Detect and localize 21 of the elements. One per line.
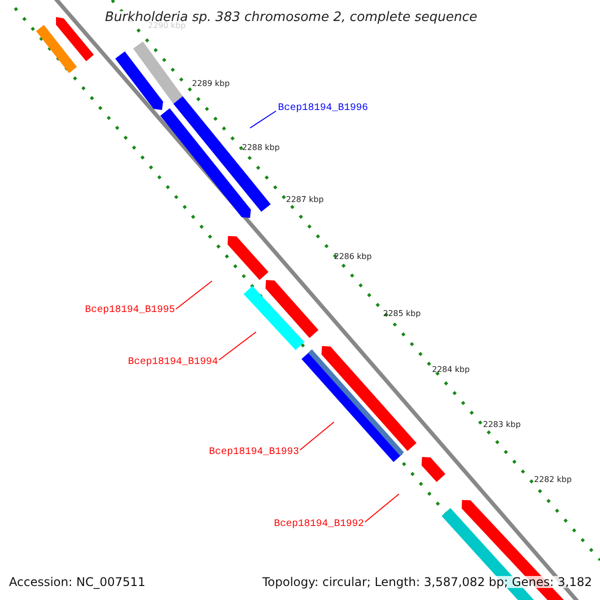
leader-line: [300, 422, 334, 450]
leader-line: [364, 494, 400, 522]
gene-label: Bcep18194_B1996: [278, 104, 368, 114]
accession-text: Accession: NC_007511: [9, 576, 146, 588]
tick-label: 2288 kbp: [242, 144, 280, 152]
leader-line: [176, 280, 212, 310]
gene-label: Bcep18194_B1995: [84, 306, 175, 316]
genome-stats-text: Topology: circular; Length: 3,587,082 bp; Genes: 3,182: [262, 576, 592, 588]
leader-line: [218, 332, 256, 360]
tick-label: 2284 kbp: [432, 366, 470, 374]
tick-label: 2283 kbp: [483, 421, 521, 429]
gene-label: Bcep18194_B1994: [128, 358, 218, 368]
tick-label: 2282 kbp: [534, 476, 572, 484]
tick-label: 2287 kbp: [286, 196, 324, 204]
map-title: Burkholderia sp. 383 chromosome 2, complete sequence: [105, 11, 478, 24]
tick-label: 2285 kbp: [383, 310, 421, 318]
tick-label: 2289 kbp: [192, 80, 230, 88]
gene-label: Bcep18194_B1993: [208, 448, 299, 458]
gene-label: Bcep18194_B1992: [274, 520, 364, 530]
leader-line: [250, 110, 276, 128]
tick-label: 2286 kbp: [334, 253, 372, 261]
